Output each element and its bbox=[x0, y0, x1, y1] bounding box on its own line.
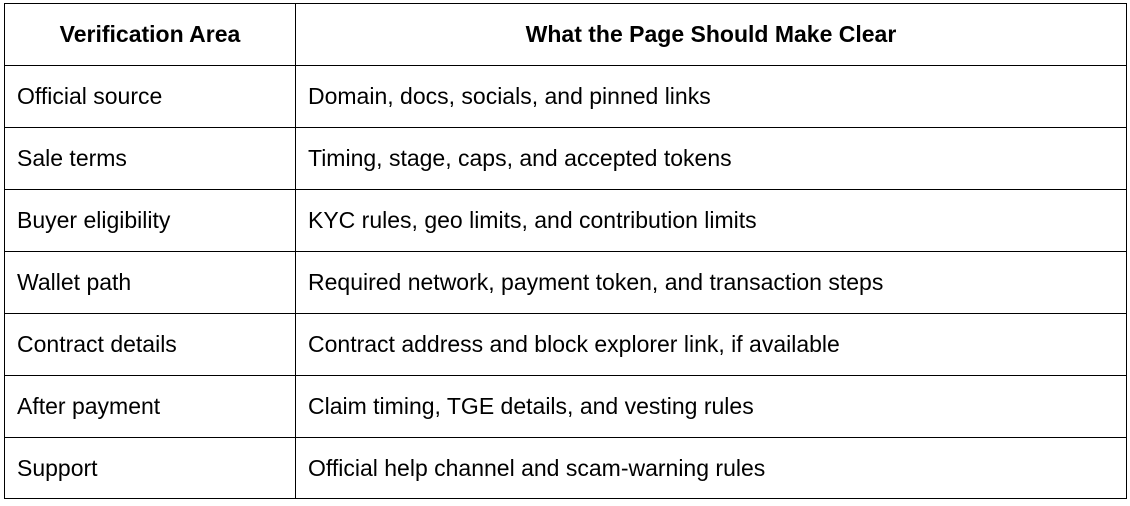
cell-page-should-make-clear: Official help channel and scam-warning r… bbox=[295, 437, 1127, 499]
table-row: Wallet path Required network, payment to… bbox=[4, 251, 1127, 314]
cell-page-should-make-clear: Timing, stage, caps, and accepted tokens bbox=[295, 127, 1127, 190]
table-row: After payment Claim timing, TGE details,… bbox=[4, 375, 1127, 438]
table-row: Contract details Contract address and bl… bbox=[4, 313, 1127, 376]
column-header-verification-area: Verification Area bbox=[4, 3, 296, 66]
table-row: Support Official help channel and scam-w… bbox=[4, 437, 1127, 499]
cell-page-should-make-clear: Domain, docs, socials, and pinned links bbox=[295, 65, 1127, 128]
table-row: Sale terms Timing, stage, caps, and acce… bbox=[4, 127, 1127, 190]
cell-verification-area: Official source bbox=[4, 65, 296, 128]
cell-verification-area: Buyer eligibility bbox=[4, 189, 296, 252]
cell-page-should-make-clear: Claim timing, TGE details, and vesting r… bbox=[295, 375, 1127, 438]
cell-page-should-make-clear: Required network, payment token, and tra… bbox=[295, 251, 1127, 314]
table-header-row: Verification Area What the Page Should M… bbox=[4, 3, 1127, 66]
cell-verification-area: Sale terms bbox=[4, 127, 296, 190]
cell-verification-area: Support bbox=[4, 437, 296, 499]
cell-verification-area: Contract details bbox=[4, 313, 296, 376]
verification-table-container: Verification Area What the Page Should M… bbox=[4, 3, 1127, 499]
table-row: Official source Domain, docs, socials, a… bbox=[4, 65, 1127, 128]
cell-page-should-make-clear: KYC rules, geo limits, and contribution … bbox=[295, 189, 1127, 252]
table-row: Buyer eligibility KYC rules, geo limits,… bbox=[4, 189, 1127, 252]
column-header-what-page-should-make-clear: What the Page Should Make Clear bbox=[295, 3, 1127, 66]
verification-table: Verification Area What the Page Should M… bbox=[4, 3, 1127, 499]
cell-verification-area: Wallet path bbox=[4, 251, 296, 314]
cell-page-should-make-clear: Contract address and block explorer link… bbox=[295, 313, 1127, 376]
cell-verification-area: After payment bbox=[4, 375, 296, 438]
